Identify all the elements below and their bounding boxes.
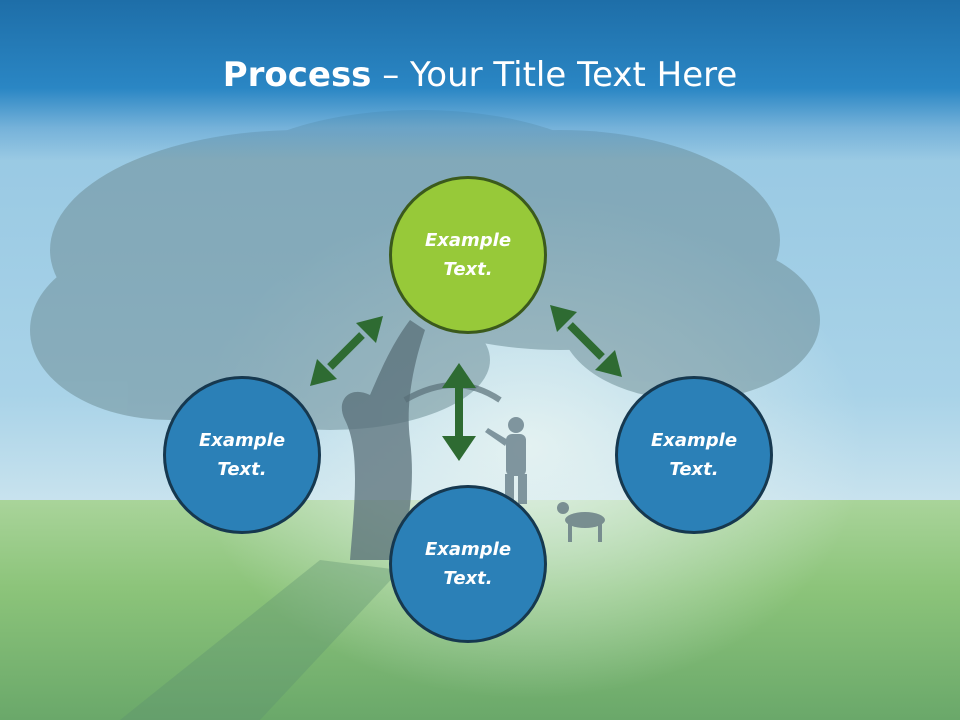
node-right-line2: Text. [669,459,719,480]
node-top[interactable]: Example Text. [389,176,547,334]
node-bottom-line1: Example [424,539,512,560]
node-left-line1: Example [198,430,286,451]
arrowhead-top-left-2 [310,359,337,386]
tree-trunk [341,320,425,560]
node-top-line2: Text. [443,259,493,280]
person-silhouette [485,417,527,504]
slide-title: Process – Your Title Text Here [0,52,960,98]
arrowhead-top-right-1 [550,305,577,332]
arrow-top-right [567,322,605,360]
tree-shadow [120,560,400,720]
arrowhead-top-right-2 [595,350,622,377]
node-top-line1: Example [424,230,512,251]
arrowhead-top-left-1 [356,316,383,343]
title-rest: – Your Title Text Here [371,55,738,95]
node-left[interactable]: Example Text. [163,376,321,534]
node-bottom-line2: Text. [443,568,493,589]
node-bottom[interactable]: Example Text. [389,485,547,643]
dog-silhouette [557,502,605,542]
arrow-top-left [327,332,365,370]
node-right[interactable]: Example Text. [615,376,773,534]
arrowhead-vertical-2 [442,436,476,461]
node-right-line1: Example [650,430,738,451]
node-left-line2: Text. [217,459,267,480]
title-band [0,0,960,160]
title-bold: Process [222,55,372,95]
arrowhead-vertical-1 [442,363,476,388]
